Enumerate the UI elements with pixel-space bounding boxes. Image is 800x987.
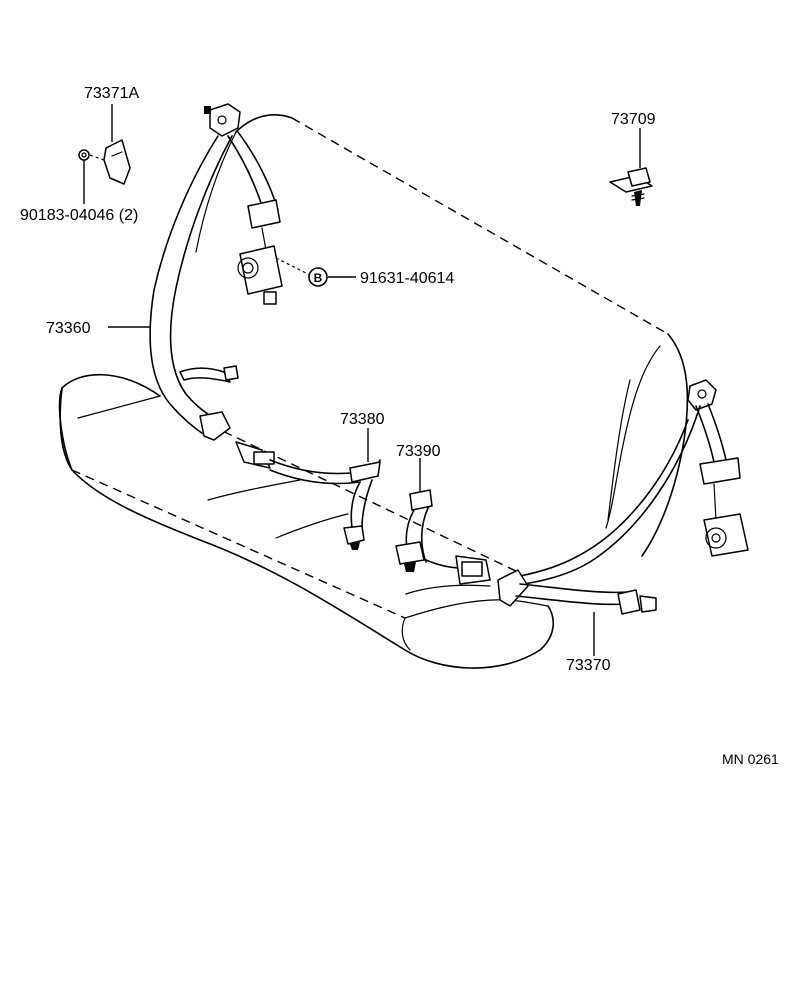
label-90183-04046: 90183-04046 (2)	[20, 207, 138, 224]
buckle-73380	[235, 441, 381, 550]
rear-seat-outline	[58, 114, 689, 669]
leader-lines	[83, 104, 641, 656]
bolt-b-marker: B	[308, 267, 328, 287]
label-73371a: 73371A	[84, 85, 139, 102]
label-73390: 73390	[396, 443, 441, 460]
nut-90183-04046	[78, 149, 90, 161]
label-91631-40614: 91631-40614	[360, 270, 454, 287]
label-73360: 73360	[46, 320, 91, 337]
label-73380: 73380	[340, 411, 385, 428]
label-73370: 73370	[566, 657, 611, 674]
seat-belt-73370	[497, 379, 749, 615]
bolt-b-marker-letter: B	[314, 271, 323, 285]
nut-to-cover-dotted-link	[89, 154, 105, 161]
seat-belt-73360	[149, 103, 283, 441]
buckle-73390	[395, 489, 491, 585]
label-73709: 73709	[611, 111, 656, 128]
bolt-73709	[609, 167, 653, 206]
reference-code: MN 0261	[722, 751, 779, 767]
bolt-b-dotted-link	[275, 257, 313, 277]
anchor-cover-73371a	[103, 139, 131, 185]
